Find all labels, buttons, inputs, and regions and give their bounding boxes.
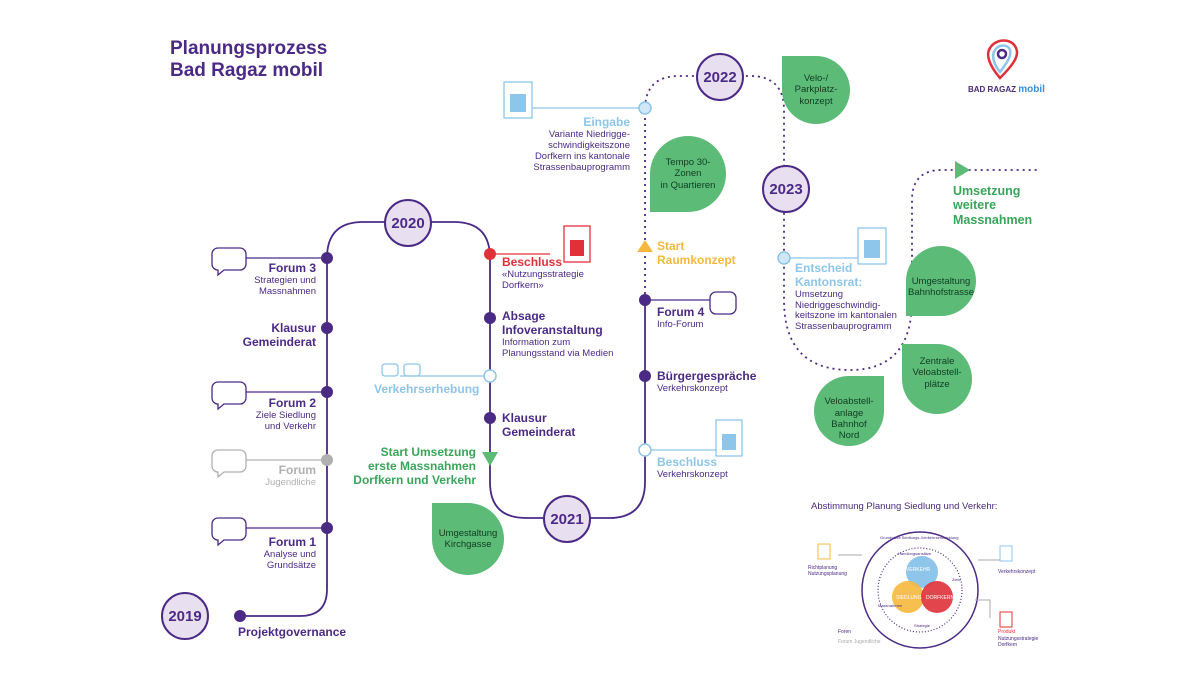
nutzungsstrategie-mini-label: Nutzungsstrategie Dorfkern [998,636,1039,648]
ring-inner-label: Handlungsansätze [898,551,932,556]
richtplanung-label: Richtplanung Nutzungsplanung [808,565,847,577]
umsetzung-weitere-label: Umsetzung weitere Massnahmen [953,184,1033,227]
raumkonzept-label: Start Raumkonzept [657,239,736,267]
venn-siedlung: SIEDLUNG [896,595,922,601]
ring-bottom-label: Strategie [914,623,931,628]
logo-text-mobil: mobil [1018,84,1045,95]
forum-jugendliche-label: Forum Jugendliche [265,463,316,488]
year-2022: 2022 [696,53,744,101]
absage-label: Absage Infoveranstaltung Information zum… [502,309,614,359]
document-icons [503,81,887,457]
klausur1-label: Klausur Gemeinderat [242,321,316,349]
beschluss-verkehrskonzept-label: Beschluss Verkehrskonzept [657,455,728,480]
venn-verkehr: VERKEHR [906,567,931,573]
verkehrserhebung-label: Verkehrserhebung [374,382,480,396]
page-title: Planungsprozess Bad Ragaz mobil [170,38,327,82]
buergergespraeche-label: Bürgergespräche Verkehrskonzept [657,369,757,394]
year-2019: 2019 [161,592,209,640]
forum3-label: Forum 3 Strategien und Massnahmen [254,261,316,297]
start-umsetzung-label: Start Umsetzung erste Massnahmen Dorfker… [353,445,476,487]
forum1-label: Forum 1 Analyse und Grundsätze [263,535,316,571]
klausur2-label: Klausur Gemeinderat [502,411,576,439]
entscheid-label: Entscheid Kantonsrat: Umsetzung Niedrigg… [795,261,897,333]
logo: BAD RAGAZ mobil [968,84,1045,96]
tempo30-bubble: Tempo 30- Zonen in Quartieren [650,136,726,212]
chat-icons [211,247,737,547]
triangle-down-icon [482,452,498,466]
arrow-icon [955,161,970,179]
forum4-label: Forum 4 Info-Forum [657,305,705,330]
kirchgasse-bubble: Umgestaltung Kirchgasse [432,503,504,575]
timeline-dots [234,101,791,622]
produkt-label: Produkt [998,629,1016,635]
ring-outer-label: Grundsätze Siedlungs-/Verkehrsentwicklun… [880,535,959,540]
veloabstellanlage-bubble: Veloabstell- anlage Bahnhof Nord [814,376,884,446]
venn-dorfkern: DORFKERN [926,595,955,601]
velo-parkplatz-bubble: Velo-/ Parkplatz- konzept [782,56,850,124]
abstimmung-title: Abstimmung Planung Siedlung und Verkehr: [811,501,998,512]
cars-icon [381,363,421,377]
triangle-up-icon [637,240,653,252]
main-timeline-line [240,221,646,617]
title-line1: Planungsprozess [170,38,328,59]
foren-legend: Foren [838,629,852,635]
logo-text: BAD RAGAZ [968,85,1016,94]
forum-jugendliche-legend: Forum Jugendliche [838,639,881,645]
forum2-label: Forum 2 Ziele Siedlung und Verkehr [255,396,316,432]
projektgovernance-label: Projektgovernance [238,625,347,639]
abstimmung-diagram [817,531,1013,649]
year-2020: 2020 [384,199,432,247]
zentrale-veloabstell-bubble: Zentrale Veloabstell- plätze [902,344,972,414]
year-2023: 2023 [762,165,810,213]
future-timeline-line [644,75,1040,371]
title-line2: Bad Ragaz mobil [170,59,324,81]
bahnhofstrasse-bubble: Umgestaltung Bahnhofstrasse [906,246,976,316]
ring-right-label: Ziele [952,577,961,582]
eingabe-label: Eingabe Variante Niedrigge- schwindigkei… [533,115,630,173]
year-2021: 2021 [543,495,591,543]
location-pin-icon [986,39,1019,80]
beschluss-label: Beschluss «Nutzungsstrategie Dorfkern» [502,255,584,291]
verkehrskonzept-mini-label: Verkehrskonzept [998,569,1036,575]
ring-left-label: Massnahmen [878,603,903,608]
